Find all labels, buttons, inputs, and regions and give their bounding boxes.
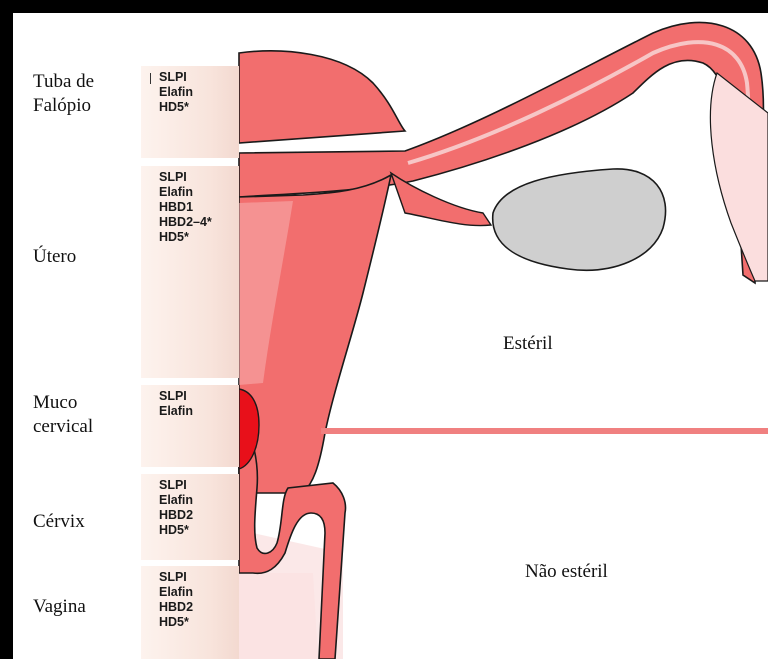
marker: HBD2 <box>159 600 239 615</box>
marker: HD5* <box>159 100 239 115</box>
tick-mark <box>150 73 151 84</box>
marker: SLPI <box>159 70 239 85</box>
marker: SLPI <box>159 570 239 585</box>
region-label-fallopian-tube: Tuba de Falópio <box>33 70 94 118</box>
marker-box-uterus: SLPI Elafin HBD1 HBD2–4* HD5* <box>141 166 239 378</box>
region-label-cervical-mucus: Muco cervical <box>33 391 93 439</box>
marker-box-cervical-mucus: SLPI Elafin <box>141 385 239 467</box>
marker: Elafin <box>159 585 239 600</box>
vaginal-lumen <box>239 573 318 659</box>
marker: HBD2–4* <box>159 215 239 230</box>
marker: SLPI <box>159 389 239 404</box>
marker: HD5* <box>159 523 239 538</box>
marker: HBD1 <box>159 200 239 215</box>
marker-box-fallopian-tube: SLPI Elafin HD5* <box>141 66 239 158</box>
marker: Elafin <box>159 185 239 200</box>
marker-box-cervix: SLPI Elafin HBD2 HD5* <box>141 474 239 560</box>
marker: SLPI <box>159 170 239 185</box>
region-label-cervix: Cérvix <box>33 510 85 534</box>
zone-label-non-sterile: Não estéril <box>525 561 608 583</box>
marker: Elafin <box>159 493 239 508</box>
figure-panel: Tuba de Falópio SLPI Elafin HD5* Útero S… <box>13 13 768 659</box>
uterine-fundus <box>239 51 405 143</box>
reproductive-tract-illustration <box>13 13 768 659</box>
marker: Elafin <box>159 404 239 419</box>
marker: HD5* <box>159 615 239 630</box>
region-label-uterus: Útero <box>33 245 76 269</box>
marker: SLPI <box>159 478 239 493</box>
marker-box-vagina: SLPI Elafin HBD2 HD5* <box>141 566 239 659</box>
zone-label-sterile: Estéril <box>503 333 553 355</box>
marker: HBD2 <box>159 508 239 523</box>
region-label-vagina: Vagina <box>33 595 86 619</box>
marker: Elafin <box>159 85 239 100</box>
ovary <box>493 169 666 270</box>
marker: HD5* <box>159 230 239 245</box>
